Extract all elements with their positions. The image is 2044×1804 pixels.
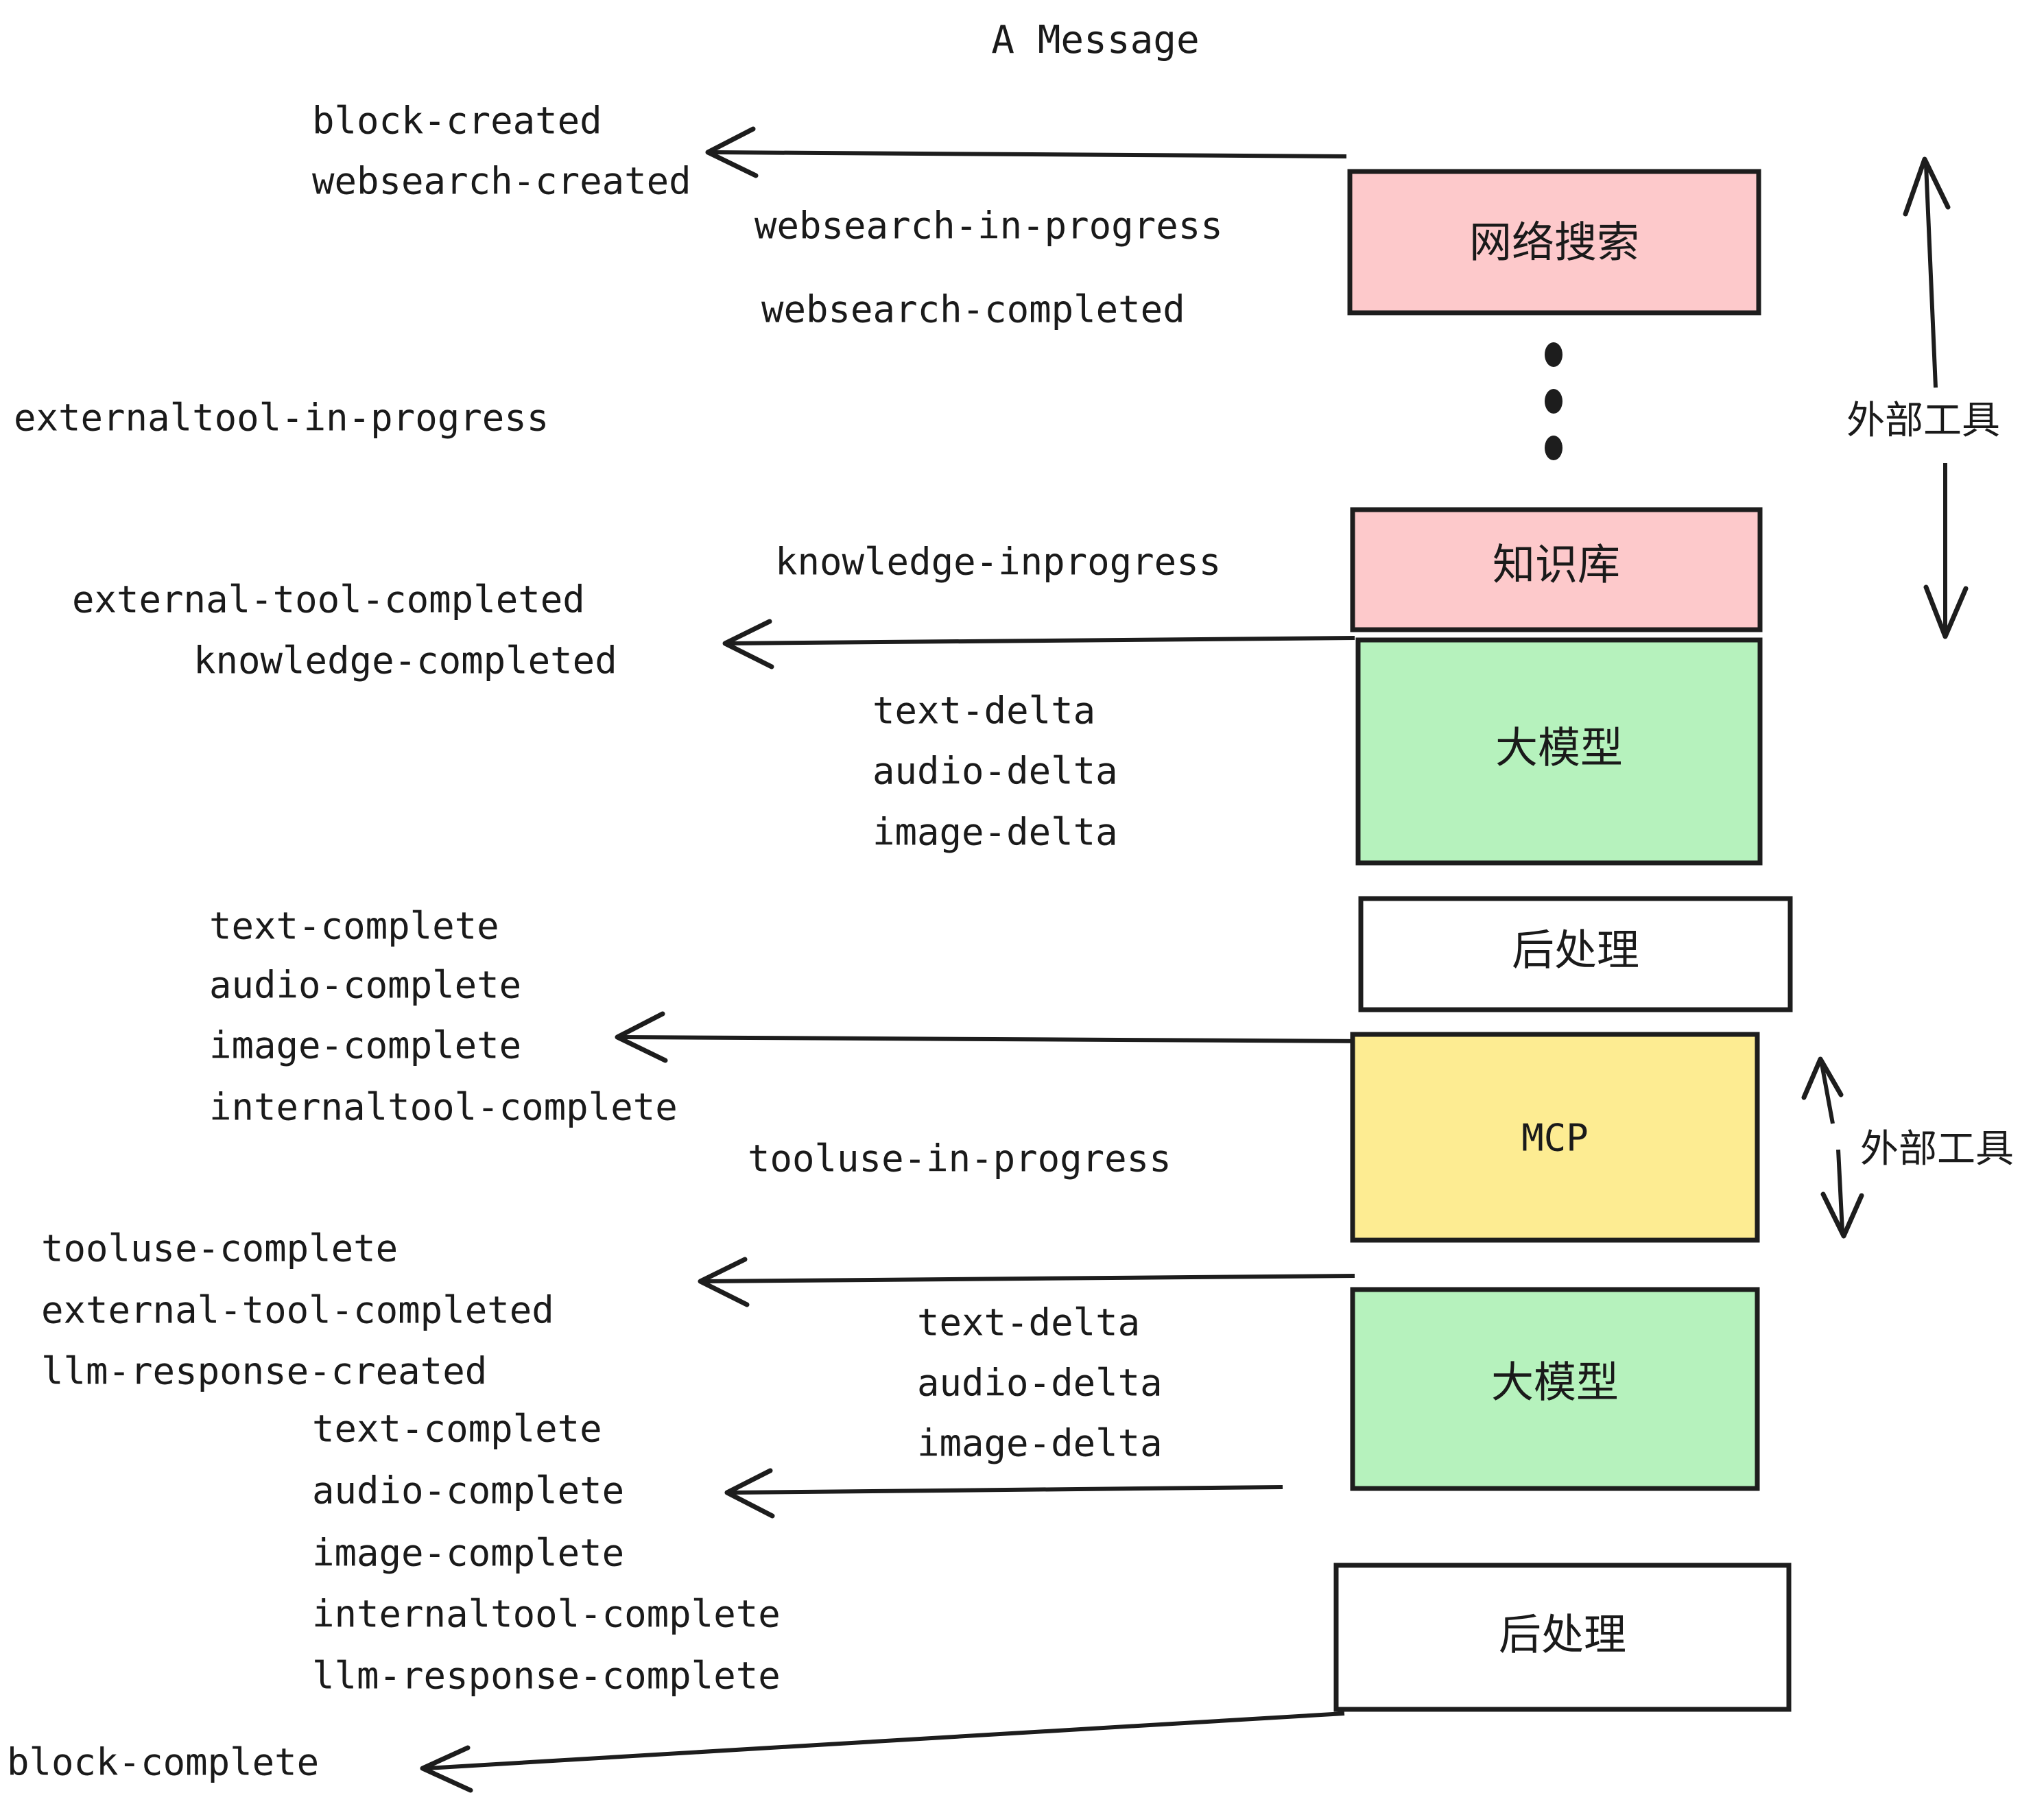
event-audio-delta-1: audio-delta [872, 750, 1118, 793]
arrow-from-postprocess-2 [420, 1711, 1345, 1793]
node-websearch-label: 网络搜索 [1469, 219, 1639, 266]
node-postprocess-1-label: 后处理 [1512, 927, 1639, 974]
event-websearch-created: websearch-created [312, 160, 691, 203]
node-websearch[interactable]: 网络搜索 [1347, 169, 1761, 316]
event-tooluse-in-progress: tooluse-in-progress [748, 1137, 1172, 1180]
node-llm-2-label: 大模型 [1491, 1359, 1619, 1406]
event-knowledge-inprogress: knowledge-inprogress [775, 541, 1221, 584]
event-internaltool-complete-2: internaltool-complete [312, 1593, 781, 1636]
arrow-from-llm-2 [724, 1468, 1283, 1519]
external-tools-bottom-arrow [1801, 1056, 1864, 1239]
event-external-tool-completed-1: external-tool-completed [72, 578, 585, 621]
node-mcp[interactable]: MCP [1350, 1032, 1760, 1243]
event-image-delta-1: image-delta [872, 811, 1118, 854]
external-tools-bottom-label: 外部工具 [1860, 1127, 2014, 1170]
node-mcp-rect[interactable] [1350, 1032, 1760, 1243]
event-knowledge-completed: knowledge-completed [193, 639, 617, 683]
arrow-from-websearch [705, 126, 1347, 178]
arrow-from-mcp [698, 1257, 1355, 1307]
arrow-from-llm-1 [615, 1011, 1372, 1063]
event-block-complete: block-complete [7, 1741, 319, 1784]
event-llm-response-complete: llm-response-complete [312, 1654, 781, 1698]
node-llm-2[interactable]: 大模型 [1350, 1287, 1760, 1491]
node-postprocess-2[interactable]: 后处理 [1333, 1563, 1792, 1712]
event-externaltool-in-progress: externaltool-in-progress [14, 396, 549, 440]
event-llm-response-created: llm-response-created [41, 1350, 487, 1393]
node-postprocess-2-rect[interactable] [1333, 1563, 1792, 1712]
external-tools-top-label: 外部工具 [1846, 399, 2000, 442]
event-text-complete-1: text-complete [209, 905, 499, 948]
node-websearch-rect[interactable] [1347, 169, 1761, 316]
event-tooluse-complete: tooluse-complete [41, 1227, 398, 1270]
event-text-complete-2: text-complete [312, 1408, 602, 1451]
external-tools-top-arrow [1903, 156, 1969, 639]
event-image-complete-1: image-complete [209, 1024, 521, 1067]
event-websearch-completed: websearch-completed [761, 288, 1185, 331]
node-llm-2-rect[interactable] [1350, 1287, 1760, 1491]
event-audio-complete-1: audio-complete [209, 964, 521, 1007]
diagram-title: A Message [991, 18, 1199, 62]
event-image-delta-2: image-delta [917, 1422, 1163, 1465]
node-postprocess-2-label: 后处理 [1499, 1611, 1626, 1659]
node-llm-1[interactable]: 大模型 [1355, 637, 1763, 866]
node-postprocess-1[interactable]: 后处理 [1358, 896, 1793, 1012]
node-knowledge-label: 知识库 [1493, 541, 1620, 589]
event-external-tool-completed-2: external-tool-completed [41, 1289, 554, 1332]
event-internaltool-complete-1: internaltool-complete [209, 1086, 678, 1129]
ellipsis-dots [1545, 342, 1562, 460]
node-postprocess-1-rect[interactable] [1358, 896, 1793, 1012]
node-mcp-label: MCP [1521, 1117, 1589, 1160]
event-audio-delta-2: audio-delta [917, 1362, 1163, 1405]
node-llm-1-label: 大模型 [1495, 724, 1623, 772]
event-image-complete-2: image-complete [312, 1532, 624, 1575]
arrow-from-knowledge [722, 619, 1355, 669]
node-knowledge[interactable]: 知识库 [1350, 507, 1763, 632]
event-websearch-in-progress: websearch-in-progress [754, 204, 1223, 248]
event-text-delta-2: text-delta [917, 1301, 1140, 1344]
node-llm-1-rect[interactable] [1355, 637, 1763, 866]
event-audio-complete-2: audio-complete [312, 1469, 624, 1512]
event-block-created: block-created [312, 99, 602, 143]
event-text-delta-1: text-delta [872, 689, 1095, 733]
node-knowledge-rect[interactable] [1350, 507, 1763, 632]
